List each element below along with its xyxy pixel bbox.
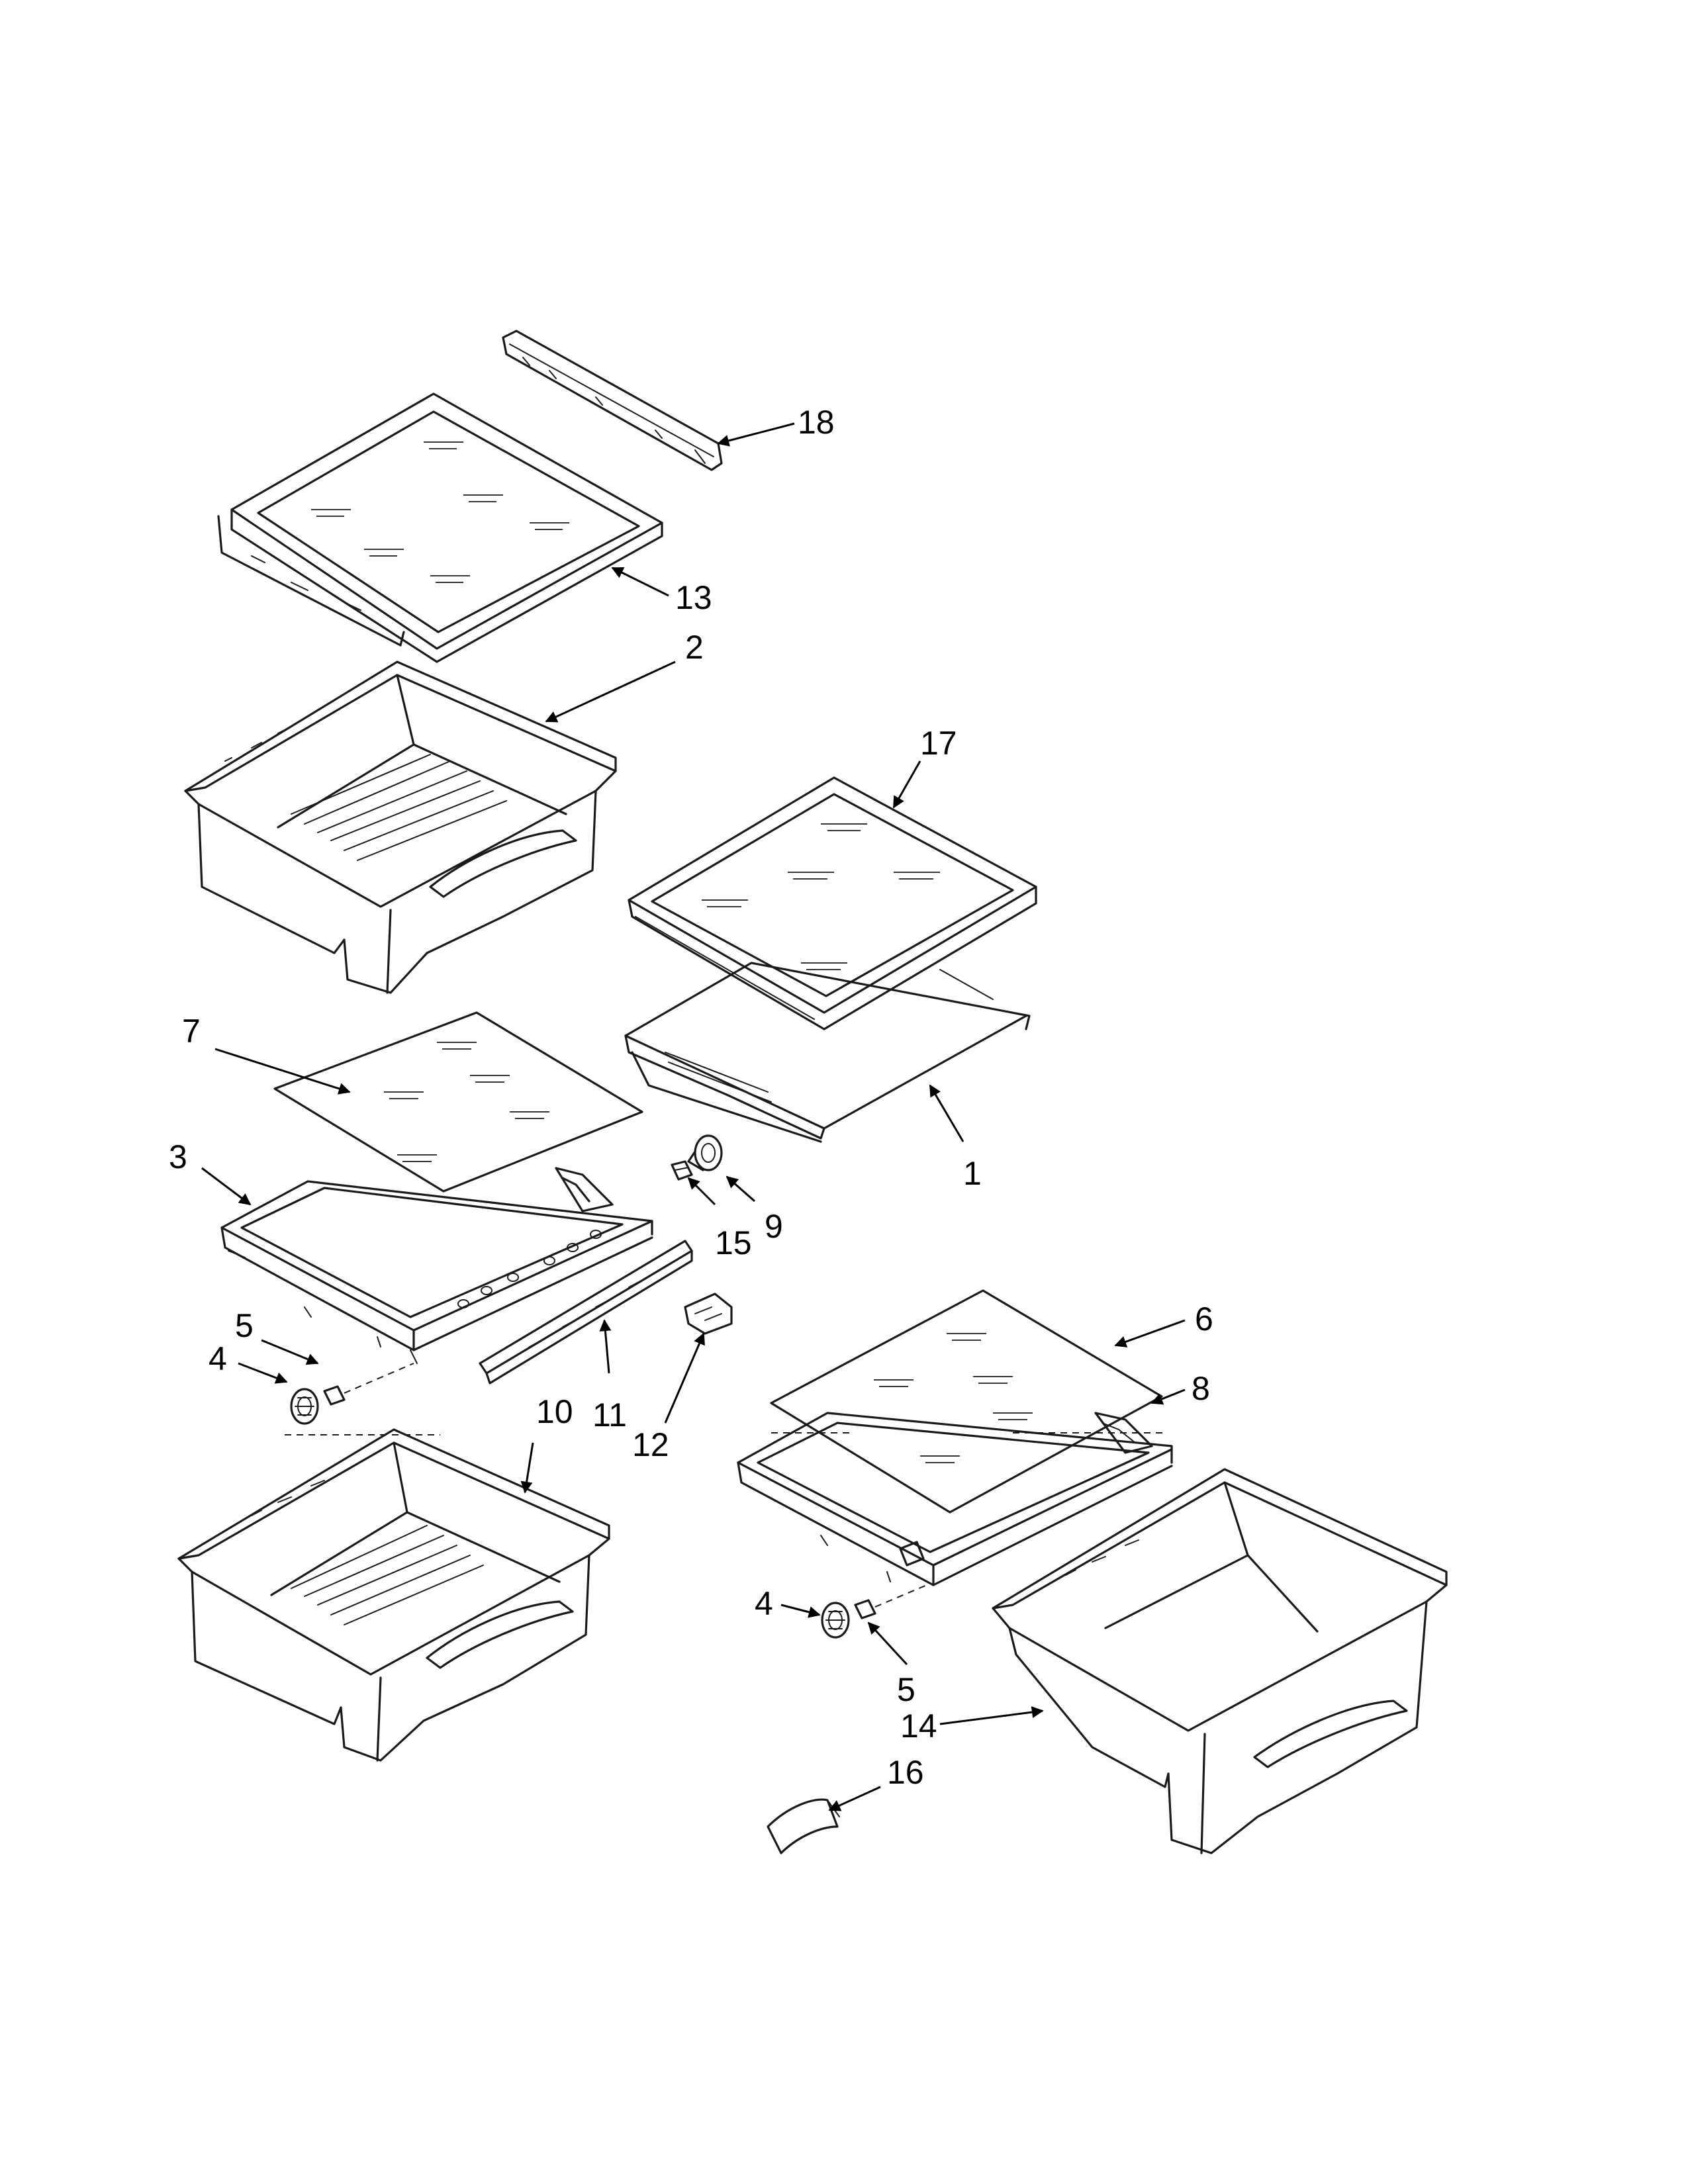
label-5-right: 5 xyxy=(897,1671,915,1708)
part-15-screw xyxy=(671,1160,693,1181)
label-3: 3 xyxy=(169,1138,187,1175)
part-18-rail xyxy=(502,330,723,471)
label-6: 6 xyxy=(1195,1300,1213,1338)
label-11: 11 xyxy=(592,1396,627,1433)
label-15: 15 xyxy=(715,1224,752,1261)
label-16: 16 xyxy=(887,1754,924,1791)
part-11-rail xyxy=(479,1240,693,1385)
part-14-drawer xyxy=(992,1468,1448,1854)
label-18: 18 xyxy=(798,404,835,441)
part-5-axle-right xyxy=(854,1584,927,1619)
label-5-left: 5 xyxy=(235,1307,254,1344)
callout-labels: 18 13 2 17 7 1 3 9 15 5 4 10 11 12 6 8 4… xyxy=(169,404,1213,1791)
leader-lines xyxy=(201,422,1186,1811)
part-1-shelf-frame xyxy=(624,962,1031,1143)
label-7: 7 xyxy=(182,1013,201,1050)
part-6-glass-panel xyxy=(770,1289,1165,1514)
label-4-right: 4 xyxy=(755,1585,773,1622)
part-17-glass-shelf xyxy=(628,776,1037,1030)
label-2: 2 xyxy=(685,629,704,666)
part-10-drawer xyxy=(177,1428,610,1762)
label-9: 9 xyxy=(765,1208,783,1245)
label-10: 10 xyxy=(536,1393,573,1430)
label-13: 13 xyxy=(675,579,712,616)
part-8-cover-frame xyxy=(737,1412,1173,1586)
part-5-axle-left xyxy=(323,1363,414,1406)
part-4-roller-right xyxy=(821,1602,850,1639)
label-8: 8 xyxy=(1192,1370,1210,1407)
part-16-clip xyxy=(767,1798,840,1854)
part-12-clip xyxy=(684,1293,733,1335)
label-17: 17 xyxy=(920,725,957,762)
part-9-roller xyxy=(687,1134,723,1171)
part-13-glass-shelf xyxy=(217,392,663,663)
part-7-glass-panel xyxy=(273,1011,643,1193)
label-12: 12 xyxy=(632,1426,669,1463)
label-14: 14 xyxy=(900,1707,937,1745)
part-2-crisper-drawer xyxy=(184,660,617,994)
part-3-cover-frame xyxy=(220,1167,653,1364)
part-4-roller-left xyxy=(290,1388,319,1425)
label-1: 1 xyxy=(963,1155,982,1192)
label-4-left: 4 xyxy=(209,1340,227,1377)
